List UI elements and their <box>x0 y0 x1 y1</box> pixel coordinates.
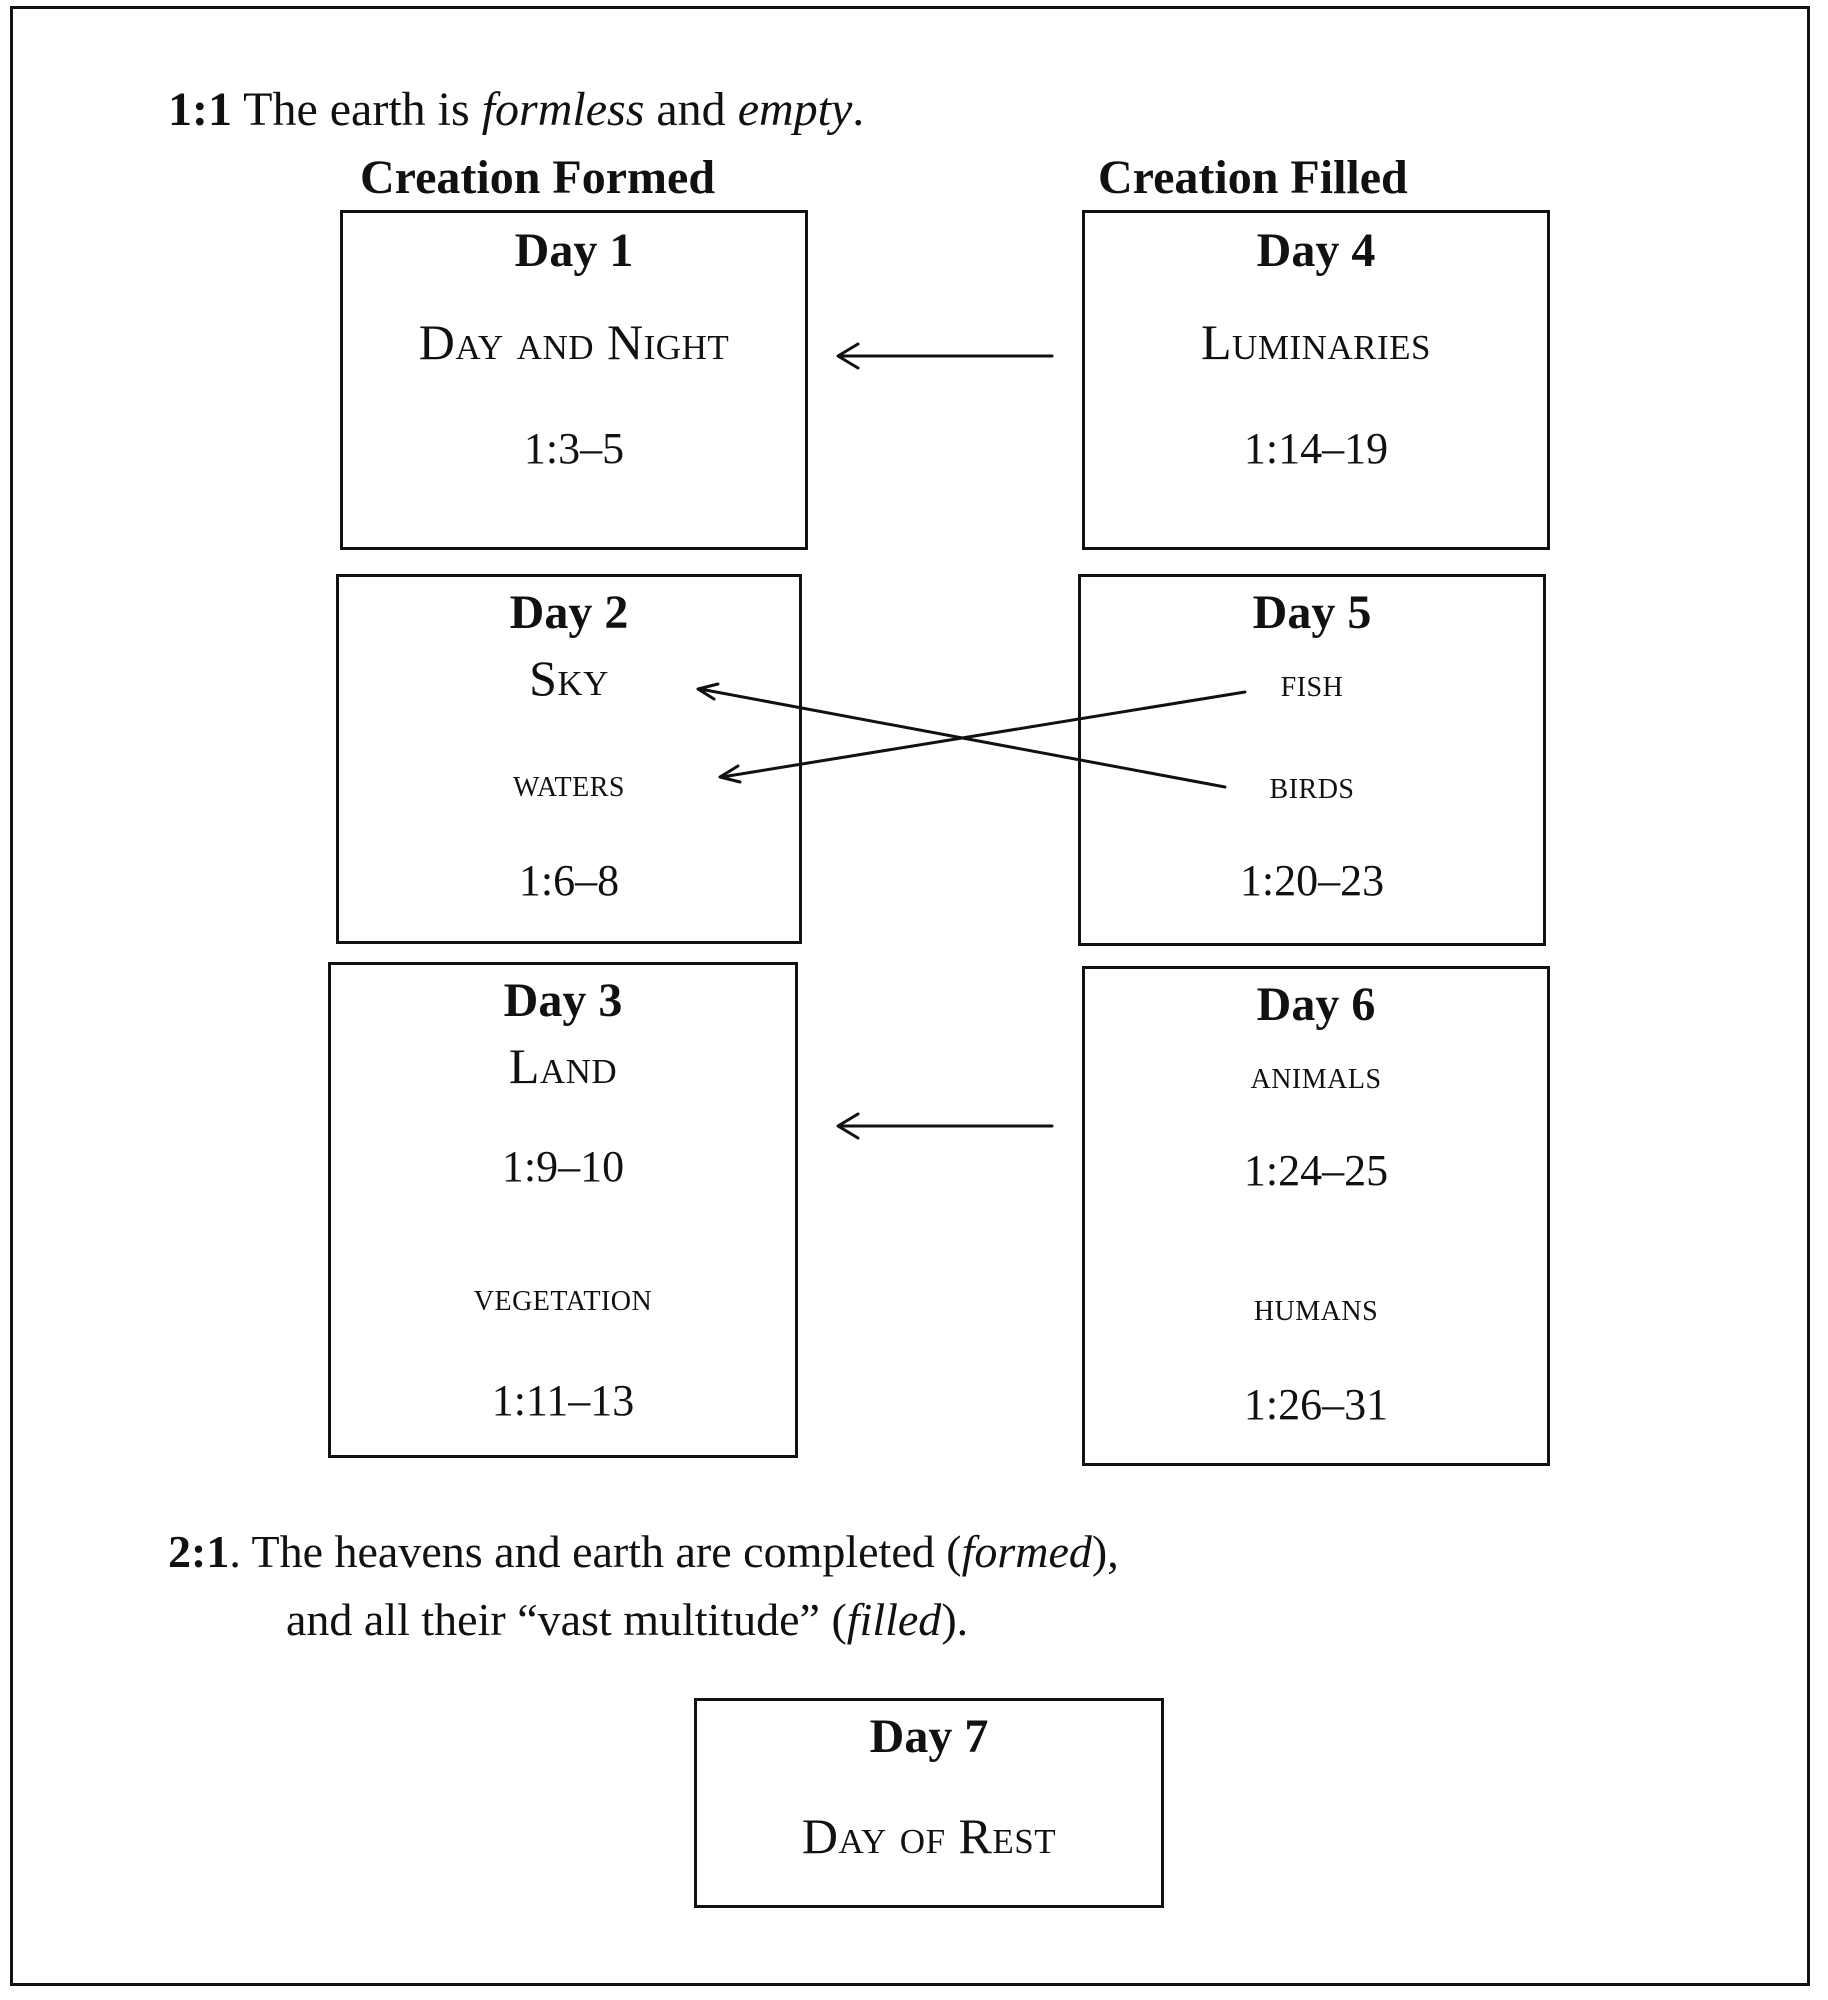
intro-formless: formless <box>481 83 645 136</box>
summary-line-2-b: ). <box>941 1594 969 1645</box>
intro-ref: 1:1 <box>168 83 232 136</box>
summary-line-1: 2:1. The heavens and earth are completed… <box>168 1518 1119 1586</box>
day-1-ref: 1:3–5 <box>523 424 625 473</box>
day-3-ref-vegetation: 1:11–13 <box>491 1376 635 1425</box>
diagram-frame <box>10 6 1810 1986</box>
day-5-ref: 1:20–23 <box>1239 856 1385 905</box>
day-7-title: Day 7 <box>869 1710 989 1763</box>
summary-ref: 2:1 <box>168 1526 230 1577</box>
intro-line: 1:1 The earth is formless and empty. <box>168 82 864 137</box>
day-3-ref-land: 1:9–10 <box>501 1142 625 1191</box>
summary-line-2: and all their “vast multitude” (filled). <box>168 1586 1119 1654</box>
day-2-title: Day 2 <box>509 586 629 639</box>
day-5-title: Day 5 <box>1252 586 1372 639</box>
day-4-ref: 1:14–19 <box>1243 424 1389 473</box>
arrow-fish-to-waters <box>718 690 1247 784</box>
day-2-ref: 1:6–8 <box>518 856 620 905</box>
day-7-item: Day of Rest <box>801 1808 1057 1864</box>
intro-text-c: . <box>852 83 865 136</box>
summary-text: 2:1. The heavens and earth are completed… <box>168 1518 1119 1654</box>
summary-formed: formed <box>961 1526 1092 1577</box>
day-5-item-fish: fish <box>1280 660 1344 705</box>
intro-text-b: and <box>644 83 738 136</box>
day-6-ref-animals: 1:24–25 <box>1243 1146 1389 1195</box>
day-6-title: Day 6 <box>1256 978 1376 1031</box>
day-2-box: Day 2 Sky waters 1:6–8 <box>336 574 802 944</box>
day-6-ref-humans: 1:26–31 <box>1243 1380 1389 1429</box>
day-1-item: Day and Night <box>418 314 730 370</box>
day-1-box: Day 1 Day and Night 1:3–5 <box>340 210 808 550</box>
summary-filled: filled <box>846 1594 942 1645</box>
day-2-item-sky: Sky <box>529 650 609 706</box>
arrow-day6-to-day3 <box>836 1112 1054 1140</box>
day-6-item-animals: animals <box>1250 1052 1382 1097</box>
column-heading-filled: Creation Filled <box>1098 151 1408 204</box>
intro-text-a: The earth is <box>231 83 482 136</box>
day-4-box: Day 4 Luminaries 1:14–19 <box>1082 210 1550 550</box>
summary-line-2-a: and all their “vast multitude” ( <box>286 1594 847 1645</box>
day-6-item-humans: humans <box>1253 1284 1379 1329</box>
day-4-item: Luminaries <box>1201 314 1431 370</box>
day-7-box: Day 7 Day of Rest <box>694 1698 1164 1908</box>
column-heading-formed: Creation Formed <box>360 151 716 204</box>
day-3-item-vegetation: vegetation <box>473 1274 653 1319</box>
summary-line-1-a: . The heavens and earth are completed ( <box>229 1526 962 1577</box>
summary-line-1-b: ), <box>1091 1526 1119 1577</box>
day-3-title: Day 3 <box>503 974 623 1027</box>
arrow-birds-to-sky <box>696 682 1227 789</box>
day-3-item-land: Land <box>508 1038 618 1094</box>
arrow-day4-to-day1 <box>836 342 1054 370</box>
day-1-title: Day 1 <box>514 224 634 277</box>
day-6-box: Day 6 animals 1:24–25 humans 1:26–31 <box>1082 966 1550 1466</box>
intro-empty: empty <box>737 83 853 136</box>
day-2-item-waters: waters <box>513 760 625 805</box>
day-3-box: Day 3 Land 1:9–10 vegetation 1:11–13 <box>328 962 798 1458</box>
day-5-box: Day 5 fish birds 1:20–23 <box>1078 574 1546 946</box>
day-5-item-birds: birds <box>1269 762 1355 807</box>
day-4-title: Day 4 <box>1256 224 1376 277</box>
